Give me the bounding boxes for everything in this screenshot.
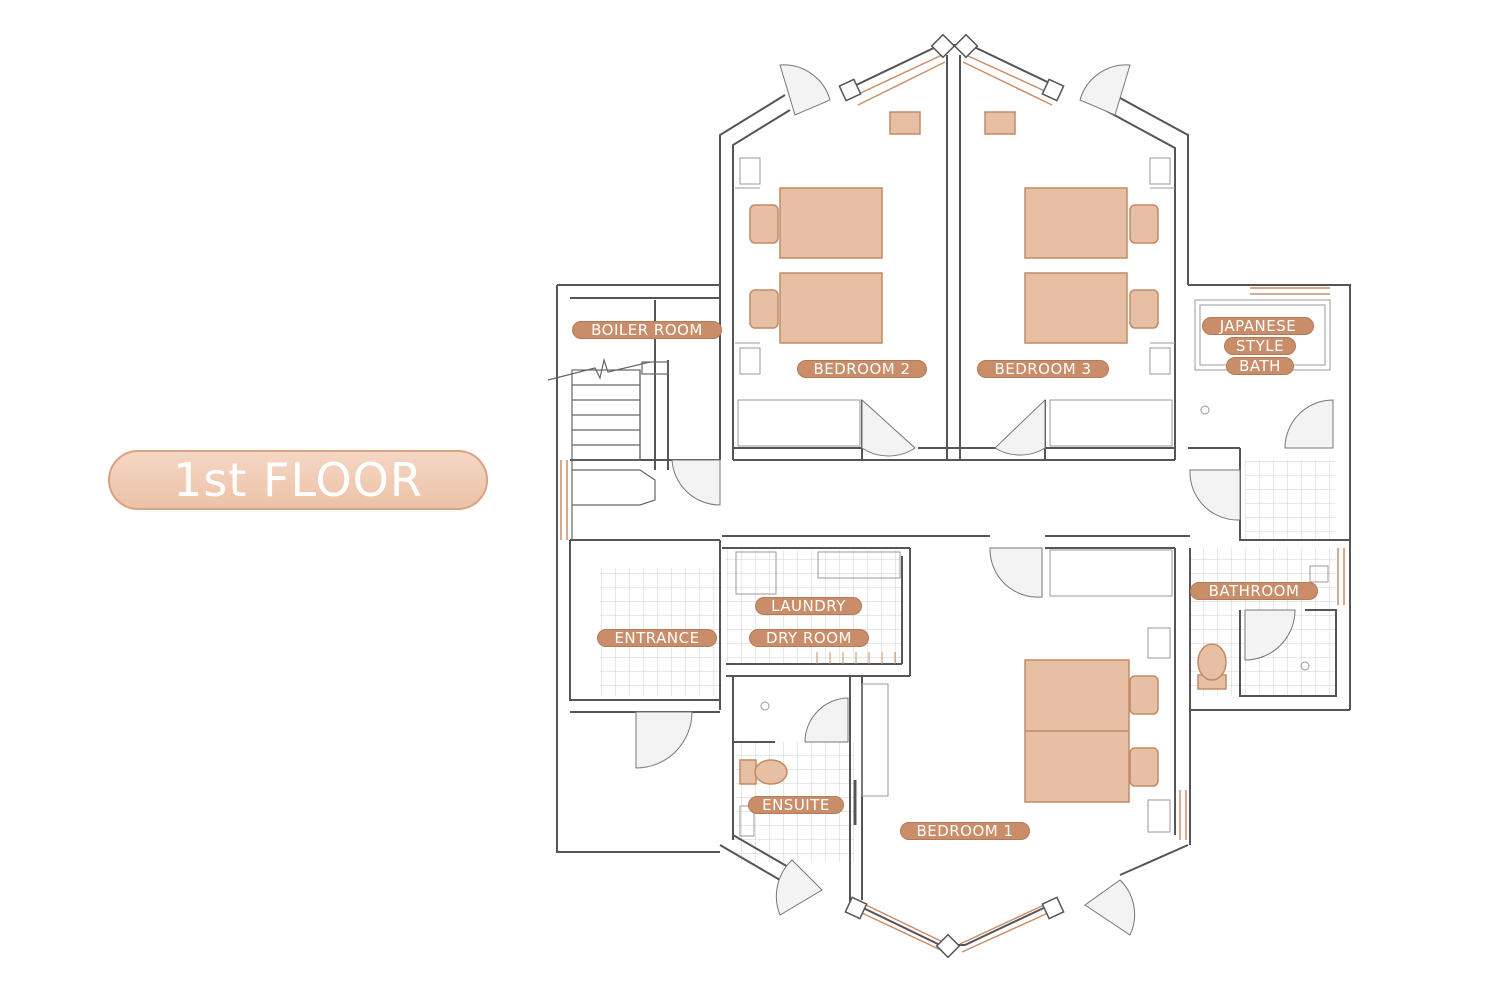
bed-bedroom3-top: [1024, 187, 1128, 259]
fixtures: [735, 157, 1331, 837]
doors: [635, 64, 1334, 936]
room-label-boiler-room: BOILER ROOM: [572, 321, 722, 339]
windows: [560, 54, 1345, 953]
bed-bedroom3-bottom: [1024, 272, 1128, 344]
bed-bedroom2-bottom: [779, 272, 883, 344]
room-label-japanese-style-bath-line3: BATH: [1226, 357, 1294, 375]
floor-label-badge: 1st FLOOR: [108, 450, 488, 510]
room-label-dry-room: DRY ROOM: [749, 629, 869, 647]
room-label-ensuite: ENSUITE: [748, 796, 844, 814]
room-label-bedroom-2: BEDROOM 2: [797, 360, 927, 378]
staircase: [547, 357, 669, 540]
room-label-laundry: LAUNDRY: [755, 597, 862, 615]
bed-bedroom2-top: [779, 187, 883, 259]
furniture: [739, 111, 1227, 803]
bath-corridor-tiles: [1245, 460, 1335, 540]
room-label-japanese-style-bath-line2: STYLE: [1224, 337, 1296, 355]
room-label-japanese-style-bath-line1: JAPANESE: [1202, 317, 1314, 335]
room-label-bedroom-1: BEDROOM 1: [900, 822, 1030, 840]
room-label-bathroom: BATHROOM: [1190, 582, 1318, 600]
room-label-bedroom-3: BEDROOM 3: [977, 360, 1109, 378]
door-jambs: [838, 33, 1065, 959]
room-label-entrance: ENTRANCE: [597, 629, 717, 647]
